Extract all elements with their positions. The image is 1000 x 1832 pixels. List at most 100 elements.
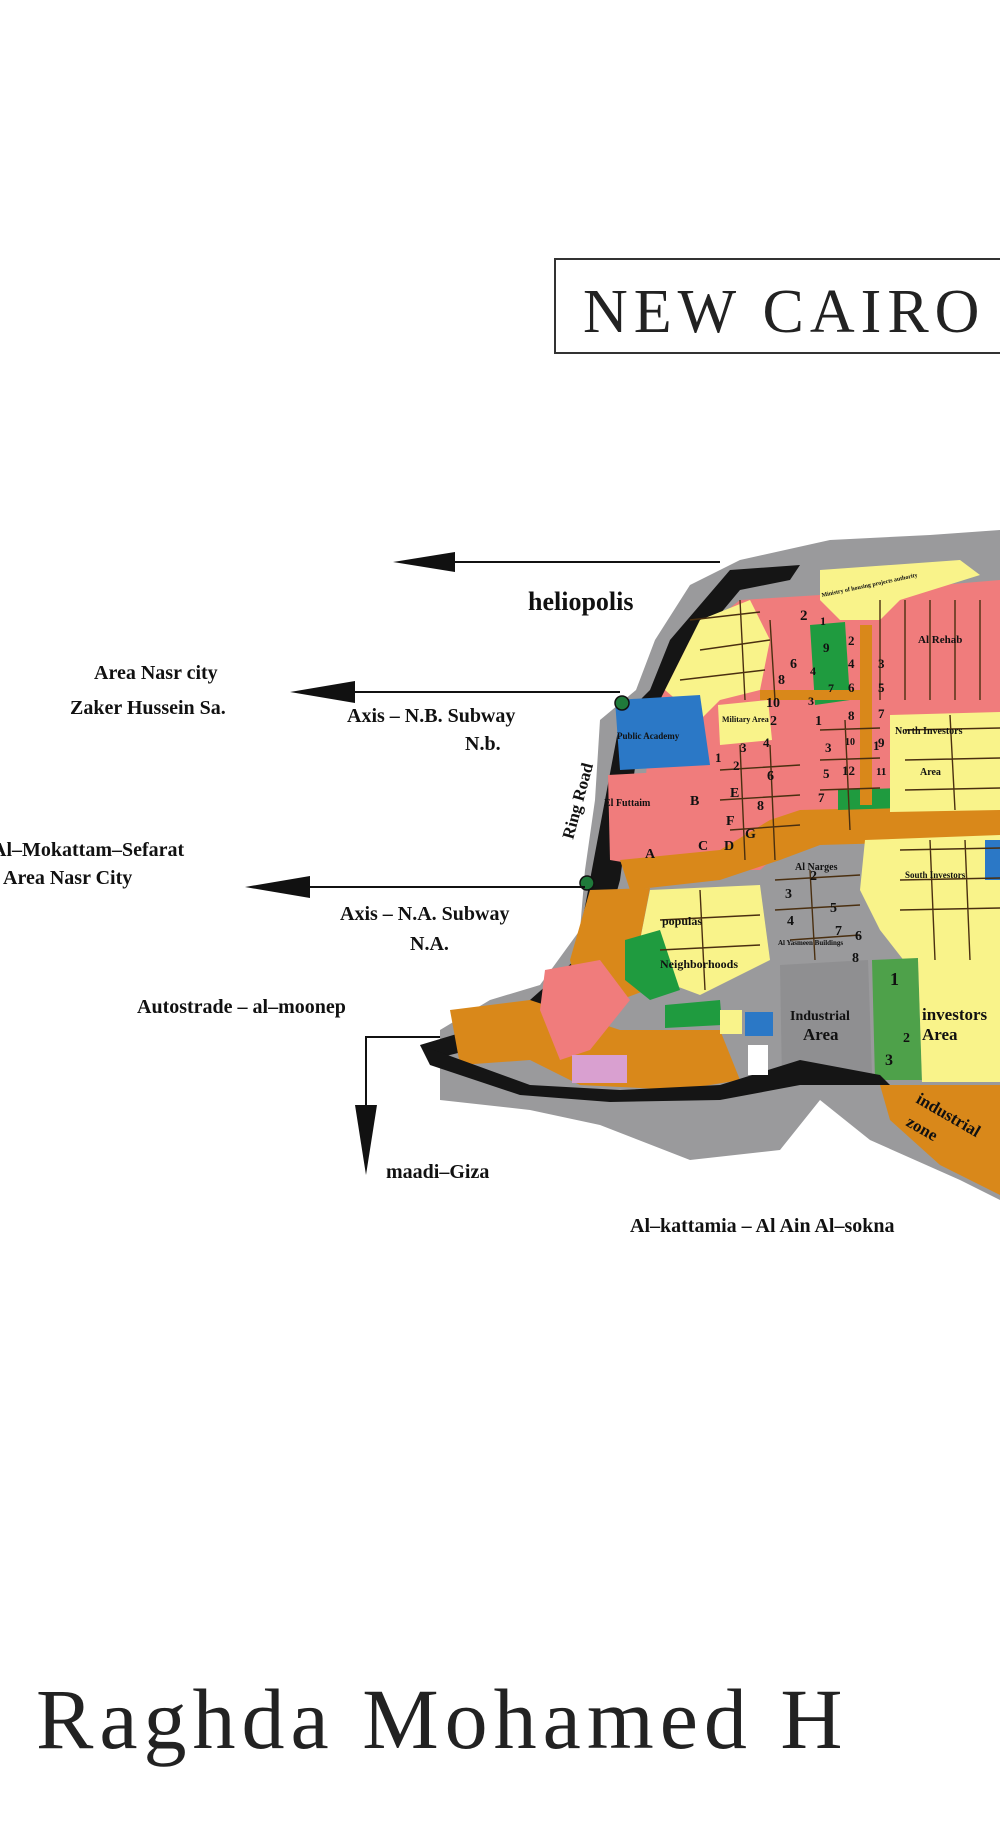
orange-south xyxy=(450,1000,740,1090)
south-yellow-zone xyxy=(860,835,1000,962)
green-neighborhood xyxy=(625,930,680,1000)
parcel-number: 7 xyxy=(818,790,825,805)
investors-area-block xyxy=(918,956,1000,1082)
orange-lane-horizontal xyxy=(760,690,870,700)
subway-station-nb xyxy=(614,695,630,711)
parcel-number: 5 xyxy=(823,766,830,781)
kattamia-label: Al–kattamia – Al Ain Al–sokna xyxy=(630,1215,895,1237)
maadi-arrow-icon xyxy=(355,1105,377,1175)
parcel-number: 2 xyxy=(848,633,855,648)
industrial-area-block xyxy=(780,960,872,1080)
parcel-number: 3 xyxy=(785,887,792,902)
parcel-number: 4 xyxy=(787,914,794,929)
parcel-letter: F xyxy=(726,814,735,829)
heliopolis-label: heliopolis xyxy=(528,587,633,616)
axis-nb-label-2: N.b. xyxy=(465,733,501,755)
al-yasmeen-label: Al Yasmeen Buildings xyxy=(778,939,843,947)
white-block xyxy=(748,1045,768,1075)
parcel-number: 1 xyxy=(873,738,880,753)
parcel-letter: B xyxy=(690,794,699,809)
populas-label: populas xyxy=(662,914,702,928)
green-strip xyxy=(810,622,850,705)
parcel-number: 12 xyxy=(842,763,855,778)
mokattam-arrow-icon xyxy=(245,876,310,898)
green-small xyxy=(665,1000,722,1028)
map-title: NEW CAIRO xyxy=(583,278,985,346)
axis-na-label-2: N.A. xyxy=(410,933,449,955)
parcel-letter: A xyxy=(645,847,656,862)
parcel-number: 10 xyxy=(845,737,855,748)
public-academy-label: Public Academy xyxy=(617,731,680,741)
investors-green-strip xyxy=(872,958,922,1080)
al-narges-label: Al Narges xyxy=(795,862,838,873)
parcel-number: 10 xyxy=(766,696,780,711)
parcel-number: 3 xyxy=(808,694,814,708)
nasr-city-arrow-icon xyxy=(290,681,355,703)
parcel-number: 8 xyxy=(757,799,764,814)
el-futtaim-label: El Futtaim xyxy=(604,798,651,809)
investors-area-label-1: investors xyxy=(922,1005,988,1024)
parcel-number: 1 xyxy=(815,714,822,729)
parcel-number: 6 xyxy=(767,769,774,784)
parcel-number: 5 xyxy=(830,901,837,916)
orange-corridor xyxy=(620,805,1000,890)
parcel-number: 11 xyxy=(876,766,886,778)
north-investors-block xyxy=(890,712,1000,812)
nasr-city-label-1: Area Nasr city xyxy=(94,662,218,684)
parcel-number: 1 xyxy=(715,750,722,765)
north-investors-label: North Investors xyxy=(895,726,963,737)
parcel-letter: E xyxy=(730,786,739,801)
parcel-number: 7 xyxy=(828,681,834,695)
parcel-number: 8 xyxy=(778,673,785,688)
parcel-lines xyxy=(659,599,1000,991)
yellow-small xyxy=(720,1010,742,1034)
blue-small-block xyxy=(745,1012,773,1036)
parcel-letter: D xyxy=(724,839,734,854)
axis-na-label-1: Axis – N.A. Subway xyxy=(340,903,509,925)
maadi-label: maadi–Giza xyxy=(386,1161,489,1183)
parcel-number: 4 xyxy=(848,656,855,671)
yellow-zone-ministry xyxy=(820,560,980,620)
parcel-number: 1 xyxy=(820,614,826,628)
parcel-number: 3 xyxy=(885,1052,893,1069)
al-rehab-label: Al Rehab xyxy=(918,634,962,646)
north-investors-area-label: Area xyxy=(920,767,941,778)
parcel-number: 2 xyxy=(733,758,740,773)
parcel-number: 6 xyxy=(790,657,797,672)
parcel-number: 7 xyxy=(835,924,842,939)
military-area-label: Military Area xyxy=(722,715,769,724)
parcel-number: 4 xyxy=(810,664,816,678)
el-futtaim-block xyxy=(608,770,710,865)
parcel-number: 9 xyxy=(878,735,885,750)
orange-lane-vertical xyxy=(860,625,872,805)
map-labels: Ring Road Public Academy El Futtaim Mili… xyxy=(559,573,988,1145)
parcel-number: 1 xyxy=(890,969,899,989)
map-area xyxy=(420,530,1000,1200)
investors-area-label-2: Area xyxy=(922,1025,958,1044)
parcel-number: 2 xyxy=(810,869,817,884)
parcel-number: 7 xyxy=(878,706,885,721)
parcel-number: 3 xyxy=(878,656,885,671)
mokattam-label-2: Area Nasr City xyxy=(3,867,132,889)
title-frame xyxy=(554,258,1000,354)
parcel-number: 3 xyxy=(825,740,832,755)
parcel-number: 5 xyxy=(878,680,885,695)
parcel-letter: G xyxy=(745,827,756,842)
neighborhoods-label: Neighborhoods xyxy=(660,957,738,971)
residential-sw xyxy=(540,960,630,1060)
public-academy-block xyxy=(615,695,710,770)
southern-road xyxy=(420,1045,890,1102)
author-name: Raghda Mohamed H xyxy=(36,1671,849,1767)
parcel-number: 3 xyxy=(740,740,747,755)
parcel-number: 2 xyxy=(800,608,808,624)
blue-small-block-2 xyxy=(985,840,1000,880)
parcel-number: 8 xyxy=(848,708,855,723)
heliopolis-arrow-icon xyxy=(393,552,455,572)
parcel-number: 8 xyxy=(852,951,859,966)
parcel-number: 2 xyxy=(903,1031,910,1046)
south-investors-label: South Investors xyxy=(905,870,966,880)
parcel-number: 2 xyxy=(770,714,777,729)
industrial-area-label-1: Industrial xyxy=(790,1009,850,1024)
autostrade-label: Autostrade – al–moonep xyxy=(137,996,346,1018)
nasr-city-label-2: Zaker Hussein Sa. xyxy=(70,697,226,719)
